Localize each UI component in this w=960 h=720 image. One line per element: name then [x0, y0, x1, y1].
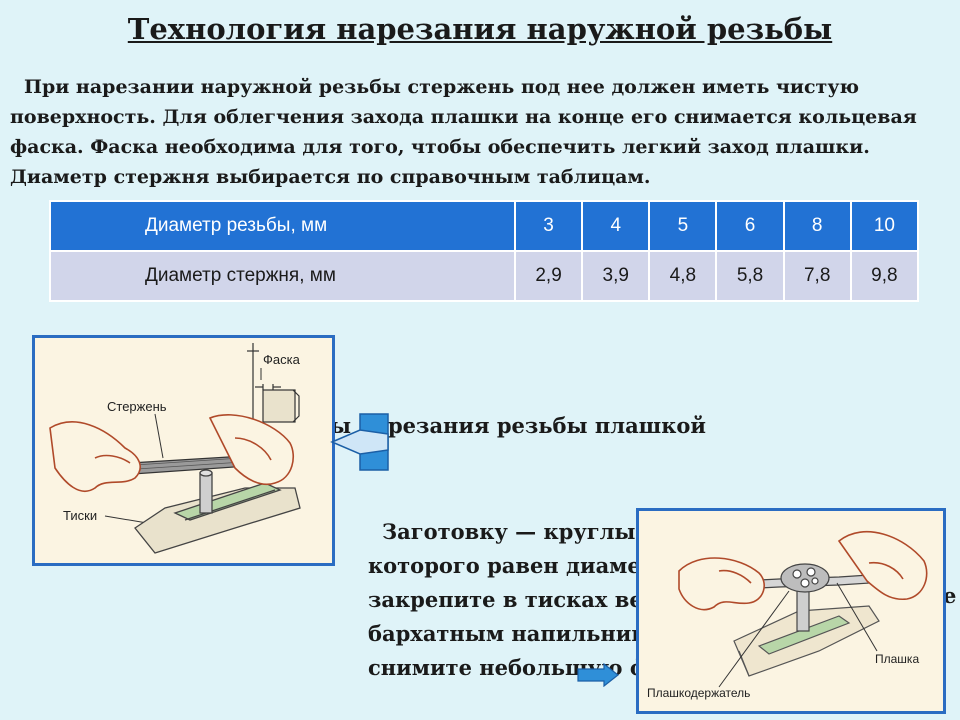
rod-diameter-cell: 7,8: [782, 250, 852, 302]
body-line: которого равен диамет: [368, 553, 654, 578]
rod-label: Стержень: [107, 399, 167, 414]
intro-line: При нарезании наружной резьбы стержень п…: [24, 76, 859, 98]
intro-line: Диаметр стержня выбирается по справочным…: [10, 166, 651, 188]
right-arrow-icon: [577, 663, 619, 687]
body-line: Заготовку — круглы: [382, 519, 636, 544]
diameter-table: Диаметр резьбы, мм 3 4 5 6 8 10 Диаметр …: [49, 200, 920, 302]
chamfer-filing-illustration: Фаска Стержень Тиски: [49, 343, 301, 554]
figure-die-threading: Плашка Плашкодержатель: [636, 508, 946, 714]
thread-diameter-cell: 10: [849, 200, 920, 252]
page-title: Технология нарезания наружной резьбы: [127, 12, 833, 46]
rod-diameter-cell: 2,9: [513, 250, 584, 302]
rod-diameter-cell: 3,9: [581, 250, 651, 302]
table-header-row: Диаметр резьбы, мм 3 4 5 6 8 10: [49, 200, 920, 252]
row-label-cell: Диаметр стержня, мм: [49, 250, 516, 302]
die-threading-illustration: Плашка Плашкодержатель: [647, 531, 928, 700]
header-label-cell: Диаметр резьбы, мм: [49, 200, 516, 252]
figure-chamfer-filing: Фаска Стержень Тиски: [32, 335, 335, 566]
rod-diameter-cell: 4,8: [648, 250, 718, 302]
hands-icon: [678, 531, 928, 611]
thread-diameter-cell: 6: [715, 200, 785, 252]
thread-diameter-cell: 4: [581, 200, 651, 252]
thread-diameter-cell: 8: [782, 200, 852, 252]
body-line: бархатным напильник: [368, 621, 647, 646]
chamfer-detail-icon: [247, 343, 300, 433]
vise-icon: [134, 482, 301, 554]
table-body-row: Диаметр стержня, мм 2,9 3,9 4,8 5,8 7,8 …: [49, 250, 920, 302]
chamfer-label: Фаска: [263, 352, 301, 367]
die-label: Плашка: [875, 652, 919, 666]
subheading-fragment-right: резания резьбы плашкой: [388, 413, 706, 438]
vise-label: Тиски: [63, 508, 97, 523]
rod-icon: [199, 469, 213, 514]
hands-icon: [49, 414, 294, 492]
thread-diameter-cell: 5: [648, 200, 718, 252]
intro-paragraph: При нарезании наружной резьбы стержень п…: [10, 72, 917, 192]
thread-diameter-cell: 3: [513, 200, 584, 252]
body-edge-fragment: е: [943, 583, 957, 608]
die-holder-label: Плашкодержатель: [647, 686, 750, 700]
body-paragraph: Заготовку — круглы которого равен диамет…: [368, 515, 654, 685]
body-line: закрепите в тисках ве: [368, 587, 643, 612]
subheading-fragment-left: ы: [330, 413, 352, 438]
pointer-arrow-icon: [330, 413, 389, 471]
rod-diameter-cell: 5,8: [715, 250, 785, 302]
intro-line: поверхность. Для облегчения захода плашк…: [10, 106, 917, 128]
rod-icon: [796, 588, 810, 632]
rod-diameter-cell: 9,8: [849, 250, 920, 302]
intro-line: фаска. Фаска необходима для того, чтобы …: [10, 136, 870, 158]
